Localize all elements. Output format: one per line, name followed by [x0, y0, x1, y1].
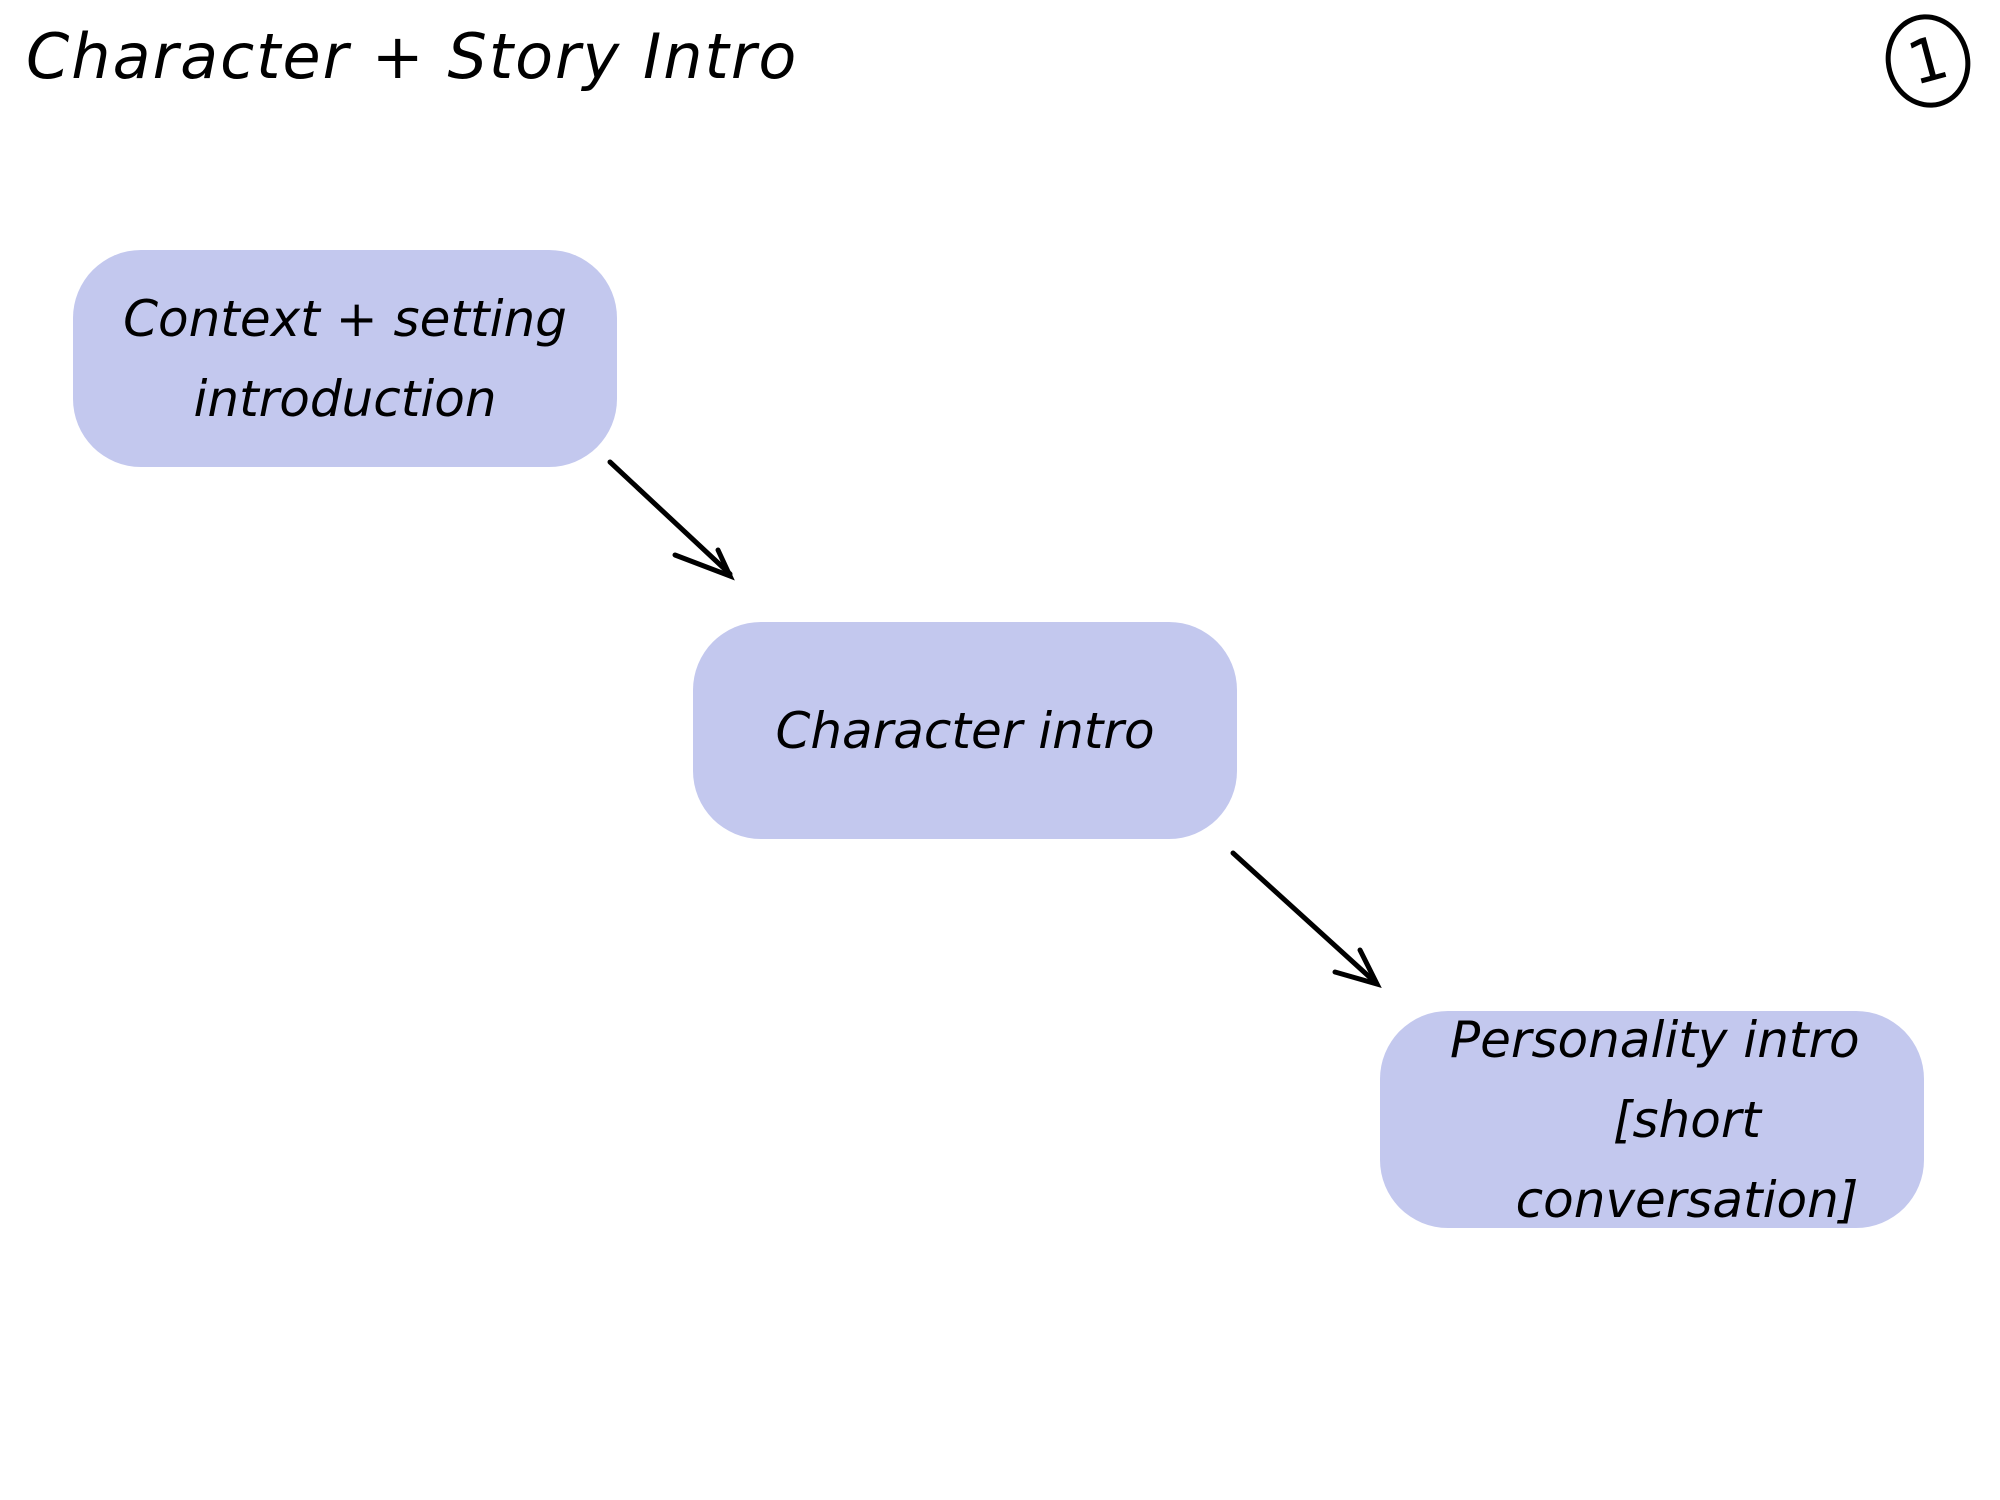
page-title: Character + Story Intro — [26, 20, 799, 93]
node-character-intro: Character intro — [693, 622, 1237, 839]
arrow-edge-1 — [607, 459, 735, 581]
node-personality-intro: Personality intro [short conversation] — [1380, 1011, 1924, 1229]
node-line: Character intro — [775, 701, 1155, 760]
node-line: Context + setting — [123, 289, 567, 348]
node-context-setting: Context + setting introduction — [73, 250, 617, 467]
arrow-edge-2 — [1230, 850, 1382, 988]
node-line: [short conversation] — [1515, 1090, 1859, 1229]
node-line: Personality intro — [1450, 1010, 1860, 1069]
node-line: introduction — [193, 369, 497, 428]
